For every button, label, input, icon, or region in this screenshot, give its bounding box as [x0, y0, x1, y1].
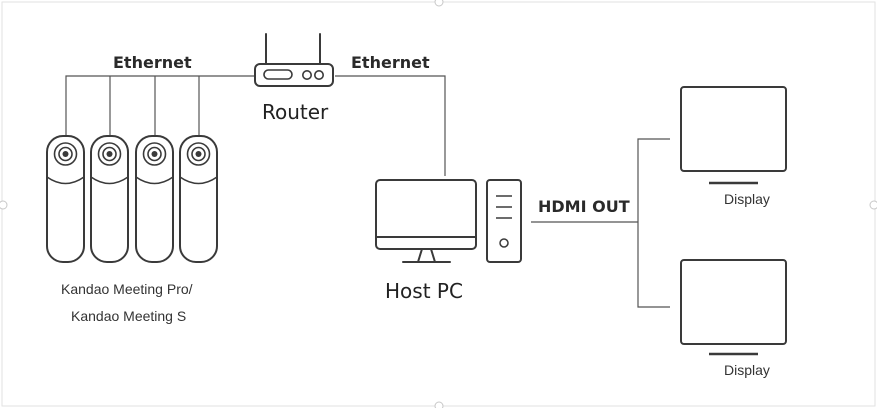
camera-label-line2: Kandao Meeting S: [71, 308, 187, 324]
router-label: Router: [262, 100, 329, 124]
camera-icon: [135, 135, 174, 263]
camera-icon: [90, 135, 129, 263]
display-icon: [680, 86, 787, 185]
connection-lines: [65, 75, 670, 308]
camera-icon: [179, 135, 218, 263]
pc-tower-icon: [486, 179, 522, 263]
hdmi-bracket: [637, 138, 670, 308]
display-label-bottom: Display: [724, 362, 770, 378]
monitor-icon: [375, 179, 477, 263]
ethernet-bus-left: [65, 75, 255, 139]
ethernet-line-right: [335, 75, 446, 176]
camera-group: [46, 135, 218, 263]
display-icon: [680, 259, 787, 356]
router-icon: [254, 33, 334, 87]
ethernet-label-right: Ethernet: [351, 53, 430, 72]
camera-label-line1: Kandao Meeting Pro/: [61, 281, 193, 297]
ethernet-label-left: Ethernet: [113, 53, 192, 72]
hdmi-out-label: HDMI OUT: [538, 197, 630, 216]
host-pc-label: Host PC: [385, 279, 463, 303]
camera-icon: [46, 135, 85, 263]
display-label-top: Display: [724, 191, 770, 207]
